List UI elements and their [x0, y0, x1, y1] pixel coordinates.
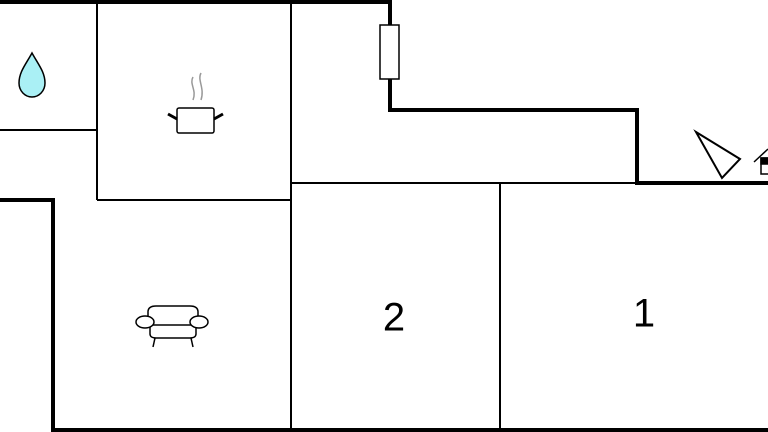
interior-walls [0, 0, 637, 430]
cooking-pot-icon [167, 72, 224, 134]
water-drop-icon [18, 51, 46, 98]
sofa-icon [135, 305, 209, 348]
window [379, 24, 400, 80]
room-label-1: 1 [632, 291, 656, 336]
compass-icon [693, 129, 742, 180]
room-label-2: 2 [382, 295, 406, 340]
entrance-icon [753, 148, 768, 175]
